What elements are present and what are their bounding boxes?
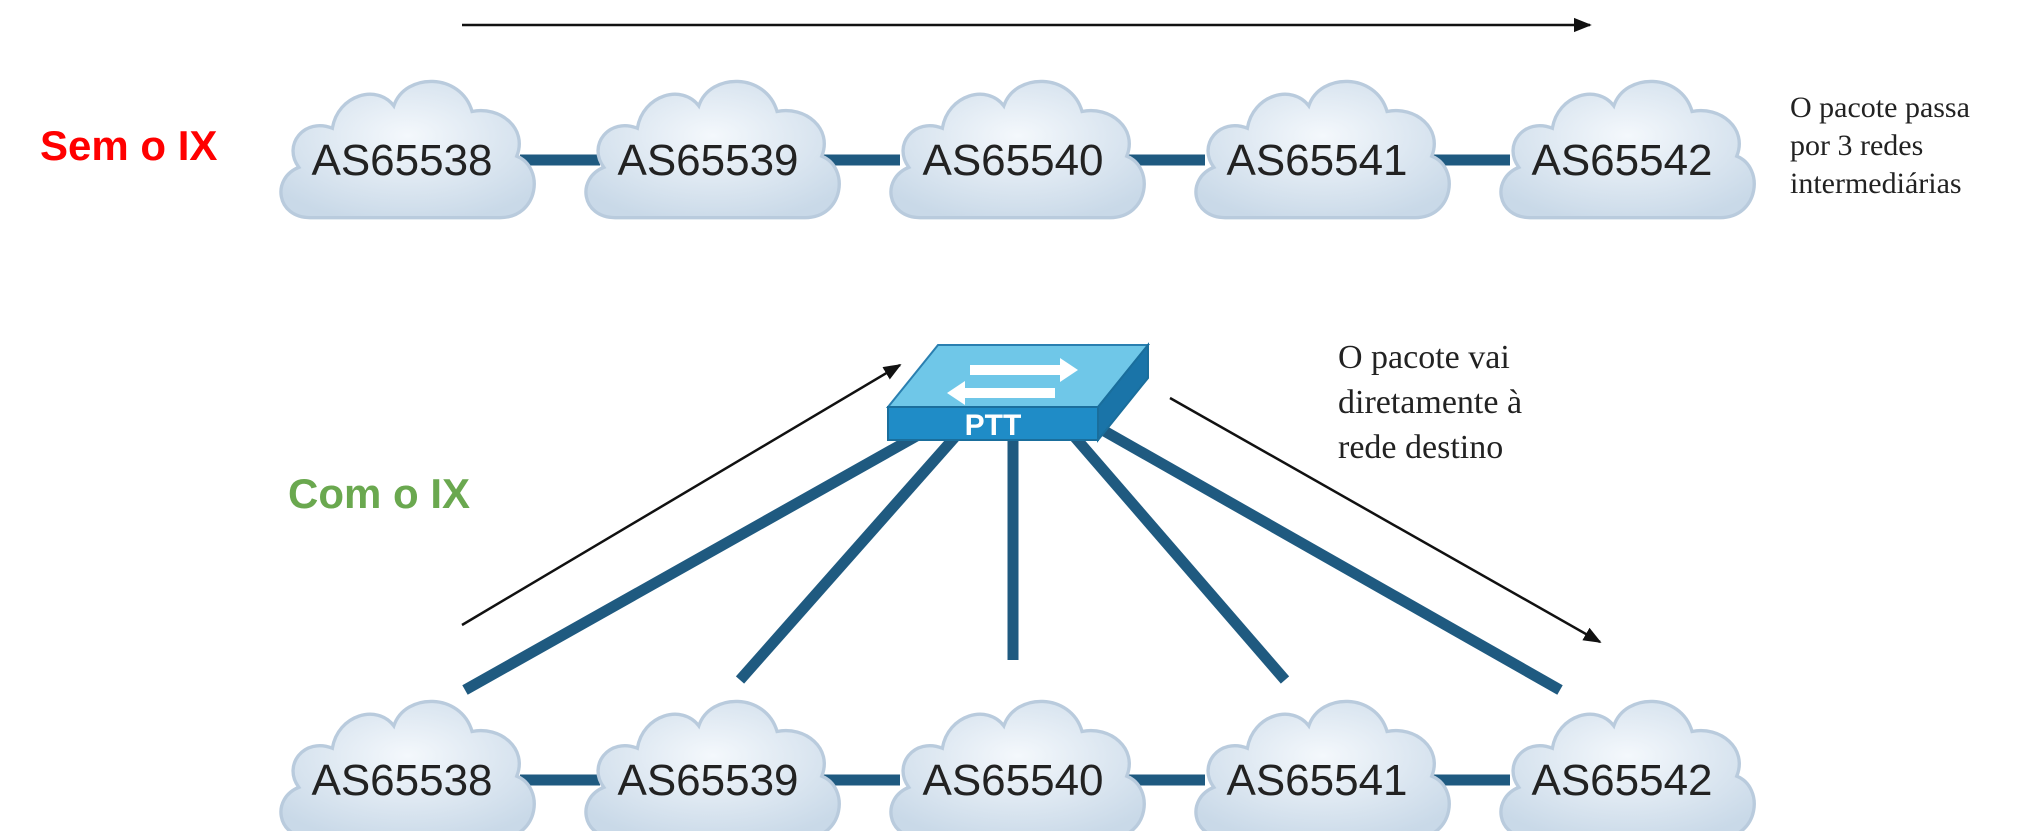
- top-cloud-1: AS65538: [279, 79, 536, 220]
- bottom-cloud-label: AS65542: [1531, 756, 1712, 805]
- bottom-note: O pacote vai diretamente à rede destino: [1338, 339, 1522, 466]
- bottom-note-line-3: rede destino: [1338, 429, 1503, 466]
- bottom-note-line-2: diretamente à: [1338, 384, 1522, 421]
- top-cloud-label: AS65542: [1531, 136, 1712, 185]
- sem-ix-label: Sem o IX: [40, 122, 217, 169]
- top-cloud-3: AS65540: [889, 79, 1146, 220]
- top-note-line-3: intermediárias: [1790, 167, 1962, 200]
- top-note-line-2: por 3 redes: [1790, 129, 1923, 162]
- com-ix-label: Com o IX: [288, 470, 470, 517]
- top-note-line-1: O pacote passa: [1790, 91, 1970, 124]
- bottom-cloud-5: AS65542: [1499, 699, 1756, 831]
- bottom-cloud-label: AS65538: [311, 756, 492, 805]
- top-cloud-label: AS65539: [617, 136, 798, 185]
- switch-links: [462, 415, 1563, 695]
- ptt-link-as65538: [462, 415, 948, 695]
- ptt-switch: PTT: [885, 342, 1151, 443]
- bottom-note-line-1: O pacote vai: [1338, 339, 1510, 376]
- switch-label: PTT: [965, 409, 1022, 442]
- top-cloud-label: AS65540: [922, 136, 1103, 185]
- bottom-cloud-label: AS65540: [922, 756, 1103, 805]
- top-cloud-5: AS65542: [1499, 79, 1756, 220]
- ptt-link-as65539: [735, 416, 975, 684]
- bottom-cloud-label: AS65539: [617, 756, 798, 805]
- ptt-link-as65541: [1055, 416, 1290, 684]
- top-section: Sem o IX AS65538 AS65539 AS65540 AS65541…: [40, 17, 1970, 220]
- top-cloud-2: AS65539: [584, 79, 841, 220]
- bottom-cloud-2: AS65539: [584, 699, 841, 831]
- bottom-cloud-label: AS65541: [1226, 756, 1407, 805]
- bottom-section: Com o IX PTT: [279, 339, 1756, 831]
- bottom-cloud-4: AS65541: [1194, 699, 1451, 831]
- ptt-link-as65542: [1082, 415, 1563, 695]
- bottom-cloud-3: AS65540: [889, 699, 1146, 831]
- top-note: O pacote passa por 3 redes intermediária…: [1790, 91, 1970, 200]
- top-cloud-label: AS65541: [1226, 136, 1407, 185]
- up-to-ptt-arrow: [461, 363, 902, 627]
- top-cloud-label: AS65538: [311, 136, 492, 185]
- switch-side-face: [1097, 342, 1149, 443]
- switch-arrows-icon: [947, 358, 1078, 405]
- top-cloud-4: AS65541: [1194, 79, 1451, 220]
- down-from-ptt-arrow: [1169, 396, 1602, 644]
- bottom-cloud-1: AS65538: [279, 699, 536, 831]
